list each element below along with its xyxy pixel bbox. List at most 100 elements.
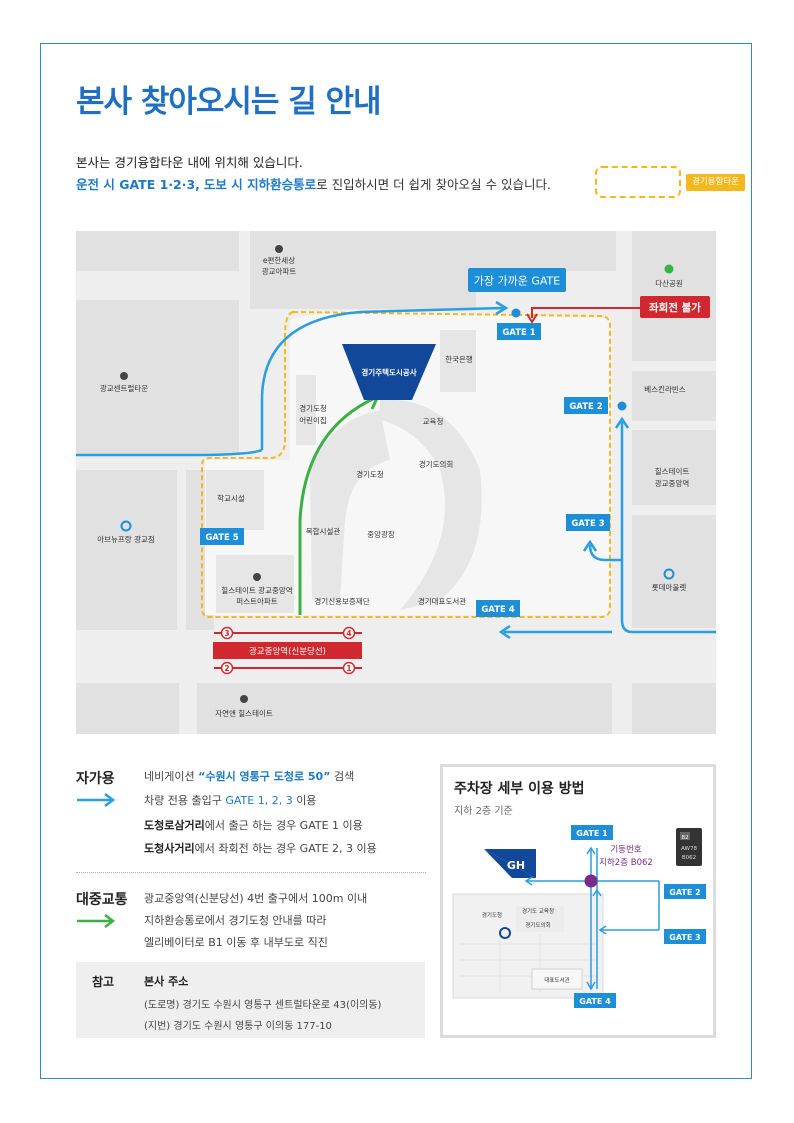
car-line-1-post: 검색 bbox=[333, 770, 355, 783]
car-line-1-pre: 네비게이션 bbox=[144, 770, 195, 783]
parking-map: GH B2 AW78 B062 기둥번호 지하2층 B062 경기도청 경기도 … bbox=[452, 825, 706, 1008]
car-line-4-bold: 도청사거리 bbox=[144, 842, 195, 855]
block-left-upper bbox=[76, 300, 239, 455]
block-top-center bbox=[250, 231, 476, 309]
apartment-icon bbox=[275, 245, 283, 253]
route-to-gate1 bbox=[260, 306, 504, 450]
route-gate2-arrow bbox=[614, 416, 630, 429]
apartment-icon-3 bbox=[240, 695, 248, 703]
car-line-2-pre: 차량 전용 출입구 bbox=[144, 794, 222, 807]
car-line-4-rest: 에서 좌회전 하는 경우 GATE 2, 3 이용 bbox=[194, 842, 377, 855]
car-section-label: 자가용 bbox=[76, 771, 115, 787]
route-gate3-arrow bbox=[582, 539, 598, 552]
legend-dashed-box bbox=[595, 166, 681, 198]
parking-gate3-label bbox=[664, 929, 706, 944]
car-line-2-post: 이용 bbox=[296, 794, 317, 807]
parking-sign-bot: B062 bbox=[682, 855, 696, 861]
station-bar bbox=[213, 642, 362, 659]
label-daycare1: 경기도청 bbox=[299, 403, 327, 413]
block-right-4 bbox=[632, 515, 716, 628]
parking-subtitle: 지하 2층 기준 bbox=[454, 806, 513, 817]
parking-gate1-text: GATE 1 bbox=[576, 829, 608, 838]
parking-label-assembly: 경기도의회 bbox=[525, 921, 550, 929]
label-plaza: 중앙광장 bbox=[367, 529, 395, 539]
label-library: 경기대표도서관 bbox=[418, 596, 466, 606]
parking-pillar-value: 지하2층 B062 bbox=[599, 857, 653, 868]
building-apartment bbox=[216, 555, 294, 613]
exit4-number: 4 bbox=[346, 629, 351, 638]
gate3-text: GATE 3 bbox=[571, 519, 604, 529]
station-name: 광교중앙역(신분당선) bbox=[249, 646, 326, 657]
parking-gate3-text: GATE 3 bbox=[669, 933, 700, 942]
station-exits: 3 4 2 1 bbox=[220, 626, 356, 675]
gate5-label bbox=[200, 528, 244, 545]
note-title: 본사 주소 bbox=[144, 975, 189, 988]
car-line-1: 네비게이션 “수원시 영통구 도청로 50” 검색 bbox=[144, 768, 354, 784]
block-left-lower bbox=[76, 470, 177, 630]
location-map: 가장 가까운 GATE 좌회전 불가 GATE 1 GATE 2 GATE 3 … bbox=[76, 231, 716, 734]
label-hills1: 힐스테이트 bbox=[655, 466, 690, 476]
outlet-icon bbox=[663, 568, 675, 580]
label-eapt: e편한세상 bbox=[263, 255, 295, 265]
label-dasan: 다산공원 bbox=[655, 278, 683, 288]
callout-no-left bbox=[640, 296, 710, 318]
parking-gh-building-2 bbox=[484, 849, 536, 878]
route-gate4-arrow bbox=[498, 624, 511, 640]
label-gov: 경기도청 bbox=[356, 469, 384, 479]
route-to-gate2 bbox=[620, 422, 716, 634]
parking-label-gov: 경기도청 bbox=[482, 911, 502, 919]
parking-pillar-marker bbox=[584, 874, 598, 888]
label-lotte: 롯데아울렛 bbox=[652, 582, 687, 592]
label-bexco: 베스킨라빈스 bbox=[644, 384, 685, 394]
car-line-3: 도청로삼거리에서 출근 하는 경우 GATE 1 이용 bbox=[144, 817, 363, 833]
transit-section-label: 대중교통 bbox=[76, 892, 128, 908]
shopping-icon bbox=[120, 520, 132, 532]
section-divider bbox=[76, 872, 426, 873]
label-eapt2: 광교아파트 bbox=[262, 266, 297, 276]
apartment-icon-2 bbox=[253, 573, 261, 581]
building-daycare bbox=[296, 375, 316, 445]
parking-gov-marker bbox=[499, 927, 511, 939]
parking-gate4-label bbox=[574, 993, 616, 1008]
exit2-circle bbox=[220, 661, 234, 675]
building-complex-hall bbox=[310, 410, 390, 600]
callout-nearest-gate-text: 가장 가까운 GATE bbox=[474, 275, 561, 288]
gate4-label bbox=[476, 600, 520, 617]
exit1-circle bbox=[342, 661, 356, 675]
gate2-label bbox=[564, 397, 608, 414]
label-hills2: 광교중앙역 bbox=[655, 478, 690, 488]
label-hsfirst2: 퍼스트아파트 bbox=[236, 596, 277, 606]
car-line-3-bold: 도청로삼거리 bbox=[144, 819, 205, 832]
complex-buildings bbox=[206, 330, 482, 613]
building-icon bbox=[120, 372, 128, 380]
walking-route bbox=[298, 396, 376, 615]
route-to-gate3 bbox=[588, 544, 622, 562]
building-school bbox=[206, 470, 264, 530]
gate2-dot bbox=[617, 401, 627, 411]
label-bank: 한국은행 bbox=[445, 354, 473, 364]
label-jayeon: 자연앤 힐스테이트 bbox=[215, 708, 273, 718]
intro-highlight-car: 운전 시 GATE 1·2·3, bbox=[76, 177, 200, 192]
route-gate1-arrow bbox=[495, 300, 509, 316]
park-icon bbox=[664, 264, 674, 274]
note-lot-address: (지번) 경기도 수원시 영통구 이의동 177-10 bbox=[144, 1021, 332, 1032]
label-center: 광교센트럴타운 bbox=[100, 383, 148, 393]
no-left-turn-line bbox=[531, 307, 640, 318]
route-left-road bbox=[76, 448, 263, 457]
parking-gh-text: GH bbox=[507, 859, 525, 872]
parking-pillar-label: 기둥번호 bbox=[610, 845, 641, 855]
gate1-text: GATE 1 bbox=[502, 328, 535, 338]
car-gates: GATE 1, 2, 3 bbox=[225, 794, 293, 807]
intro-rest: 로 진입하시면 더 쉽게 찾아오실 수 있습니다. bbox=[316, 177, 551, 192]
complex-boundary bbox=[201, 310, 611, 618]
parking-label-library: 대표도서관 bbox=[544, 976, 569, 984]
gate1-label bbox=[497, 323, 541, 340]
no-left-turn-arrow bbox=[526, 313, 538, 324]
gh-building bbox=[342, 344, 436, 400]
label-complex: 복합시설관 bbox=[306, 526, 341, 536]
legend-label: 경기융합타운 bbox=[686, 174, 745, 191]
gate3-label bbox=[566, 514, 610, 531]
parking-place-labels: 경기도청 경기도 교육청 경기도의회 대표도서관 bbox=[482, 907, 570, 984]
intro-highlight-walk: 도보 시 지하환승통로 bbox=[203, 177, 317, 192]
parking-sign-mid: AW78 bbox=[681, 846, 697, 852]
